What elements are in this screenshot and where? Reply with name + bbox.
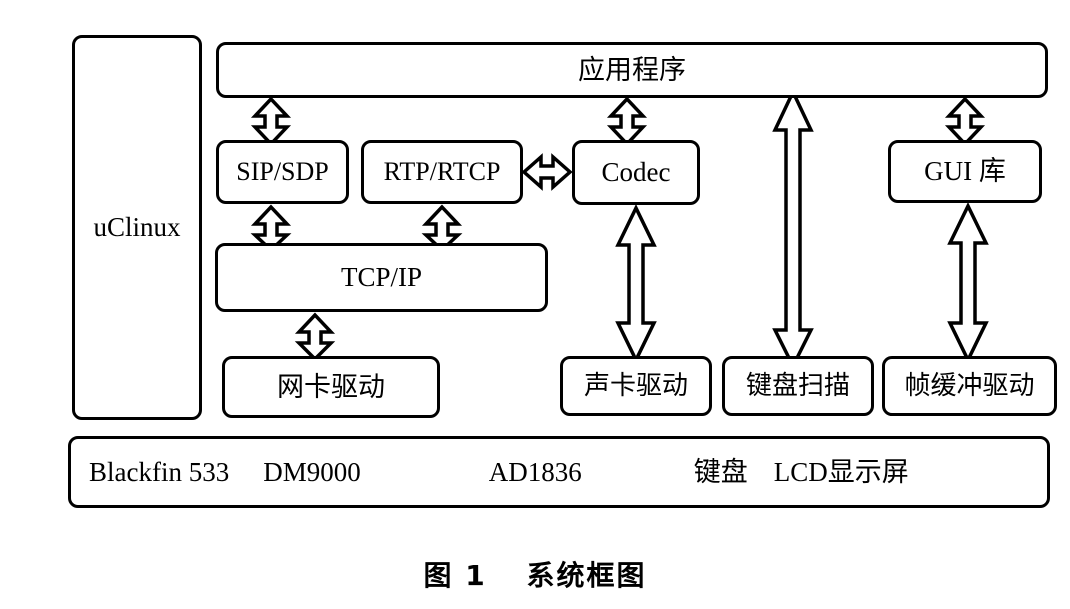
- arrow-codec-sounddriver: [615, 203, 657, 365]
- figure-caption: 图 1 系统框图: [0, 554, 1070, 594]
- arrow-app-sip: [250, 96, 292, 147]
- block-rtp-rtcp[interactable]: RTP/RTCP: [361, 140, 523, 204]
- block-uclinux[interactable]: uClinux: [72, 35, 202, 420]
- hardware-item-cpu: Blackfin 533: [89, 456, 230, 487]
- arrow-rtp-codec: [521, 153, 573, 191]
- block-sip-sdp[interactable]: SIP/SDP: [216, 140, 349, 204]
- block-rtp-rtcp-label: RTP/RTCP: [383, 157, 501, 187]
- hardware-item-keyboard: 键盘: [693, 456, 748, 487]
- hardware-item-audio-codec: AD1836: [488, 456, 582, 487]
- arrow-tcpip-nic: [294, 312, 336, 362]
- block-sound-card-driver-label: 声卡驱动: [583, 371, 688, 401]
- block-codec[interactable]: Codec: [572, 140, 700, 205]
- block-nic-driver-label: 网卡驱动: [277, 371, 385, 402]
- block-sip-sdp-label: SIP/SDP: [236, 157, 329, 187]
- block-keyboard-scan[interactable]: 键盘扫描: [722, 356, 874, 416]
- block-gui-library[interactable]: GUI 库: [888, 140, 1042, 203]
- block-codec-label: Codec: [601, 157, 671, 188]
- block-keyboard-scan-label: 键盘扫描: [745, 371, 850, 401]
- block-nic-driver[interactable]: 网卡驱动: [222, 356, 440, 418]
- block-hardware-layer[interactable]: Blackfin 533 DM9000 AD1836 键盘 LCD显示屏: [68, 436, 1050, 508]
- arrow-app-gui: [944, 96, 986, 147]
- block-framebuffer-driver[interactable]: 帧缓冲驱动: [882, 356, 1057, 416]
- arrow-gui-framebuffer: [947, 201, 989, 365]
- figure-caption-title: 系统框图: [526, 559, 647, 592]
- block-sound-card-driver[interactable]: 声卡驱动: [560, 356, 712, 416]
- block-tcp-ip-label: TCP/IP: [340, 262, 423, 293]
- arrow-app-codec: [606, 96, 648, 147]
- block-application[interactable]: 应用程序: [216, 42, 1048, 98]
- block-tcp-ip[interactable]: TCP/IP: [215, 243, 548, 312]
- hardware-item-row: Blackfin 533 DM9000 AD1836 键盘 LCD显示屏: [85, 456, 1047, 487]
- block-framebuffer-driver-label: 帧缓冲驱动: [904, 371, 1035, 401]
- block-uclinux-label: uClinux: [93, 212, 181, 243]
- block-application-label: 应用程序: [578, 54, 686, 85]
- block-gui-library-label: GUI 库: [924, 156, 1006, 187]
- hardware-item-lcd-display: LCD显示屏: [773, 456, 909, 487]
- arrow-app-keyboardscan: [772, 87, 814, 370]
- hardware-item-ethernet: DM9000: [263, 456, 361, 487]
- figure-caption-number: 图 1: [423, 559, 487, 592]
